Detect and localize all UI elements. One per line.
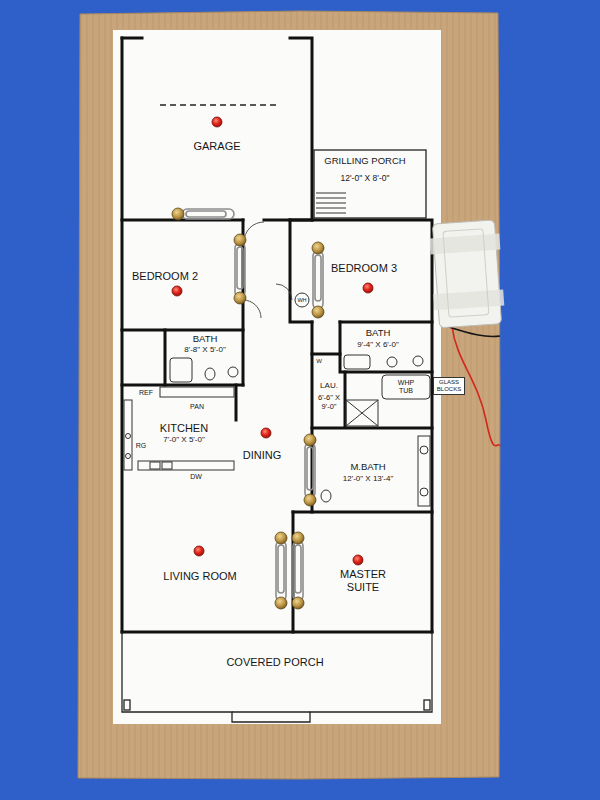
bath-room: BATH8'-8" X 5'-0" [167,332,243,384]
porch-stairs [316,193,346,213]
door-swings [243,222,292,318]
appliance-label: PAN [190,403,204,411]
room-dimension: 12'-0" X 13'-4" [343,474,394,483]
room-name: BATH [366,328,391,339]
room-name: KITCHEN [160,422,208,435]
room-name: GRILLING PORCH [324,156,405,167]
thin-outlines [122,105,432,722]
room-name: LIVING ROOM [163,570,236,583]
paper-sheet [113,30,441,724]
room-name: GLASS BLOCKS [436,379,462,393]
fixture-label: W [316,358,322,365]
porch-room: GRILLING PORCH 12'-0" X 8'-0" [314,150,426,216]
bath-room: BATH9'-4" X 6'-0" [342,324,430,370]
paper-clip-switches [182,209,323,601]
porch-room: COVERED PORCH [124,634,430,710]
dining-room: DINING [237,387,310,509]
room-dimension: 9'-4" X 6'-0" [357,340,399,349]
bedroom-room: BEDROOM 2 [124,222,240,328]
room-dimension: 8'-8" X 5'-0" [184,345,226,354]
room-name: BEDROOM 2 [132,270,198,283]
room-name: BEDROOM 3 [331,262,397,275]
bedroom-room: BEDROOM 3 [292,222,430,320]
garage-room: GARAGE [124,40,310,218]
brass-fasteners [172,208,324,609]
laundry-room: LAU. 6'-6" X 9'-0" [313,356,345,426]
room-name: M.BATH [350,462,385,473]
room-dimension: 7'-0" X 5'-0" [163,435,205,444]
room-name: LAU. [320,381,338,390]
fixture-label: WH [297,297,306,303]
battery-pack [428,220,505,329]
room-dimension: 12'-0" X 8'-0" [341,174,390,184]
kitchen-room: KITCHEN7'-0" X 5'-0" [124,387,234,475]
kitchen-fixtures [124,387,234,470]
cardboard [78,11,500,779]
room-dimension: 6'-6" X 9'-0" [314,394,344,411]
master-suite-room: MASTER SUITE [295,514,430,630]
room-name: GARAGE [193,140,240,153]
led-lights [172,117,373,565]
fixture-label: WHP TUB [394,379,418,395]
room-name: COVERED PORCH [226,656,323,669]
master-bath-room: M.BATH12'-0" X 13'-4" [314,430,430,510]
bath-fixtures [170,293,430,506]
walls [122,38,432,632]
appliance-label: RG [136,442,147,450]
room-name: BATH [193,334,218,345]
room-name: DINING [243,449,282,462]
appliance-label: DW [190,473,202,481]
room-name: MASTER SUITE [333,568,393,593]
living-room: LIVING ROOM [124,514,291,630]
appliance-label: REF [139,389,153,397]
glass-blocks-tag: GLASS BLOCKS [433,377,465,395]
